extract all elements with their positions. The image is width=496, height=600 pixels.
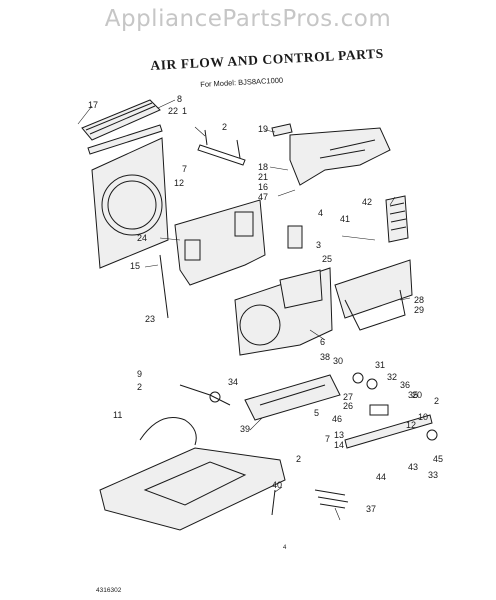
callout-22: 22 bbox=[168, 106, 178, 116]
leader-lines bbox=[77, 99, 411, 521]
callout-4: 4 bbox=[318, 208, 323, 218]
callout-42: 42 bbox=[362, 197, 372, 207]
callout-36: 36 bbox=[400, 380, 410, 390]
page-mark: 4 bbox=[283, 545, 287, 551]
callout-11: 11 bbox=[113, 410, 122, 420]
screw-40 bbox=[271, 489, 276, 516]
control-components bbox=[344, 372, 438, 449]
callout-12-right: 12 bbox=[406, 420, 416, 430]
wire-harness bbox=[139, 384, 231, 446]
callout-7-lower: 7 bbox=[325, 434, 330, 444]
watermark-text: AppliancePartsPros.com bbox=[104, 6, 392, 32]
callout-10: 10 bbox=[418, 412, 428, 422]
base-pan bbox=[99, 447, 286, 531]
callout-9: 9 bbox=[137, 369, 142, 379]
callout-34: 34 bbox=[228, 377, 238, 387]
callout-5: 5 bbox=[314, 408, 319, 418]
callout-46: 46 bbox=[332, 414, 342, 424]
footer-code: 4316302 bbox=[96, 587, 122, 594]
air-duct bbox=[271, 123, 391, 186]
callout-33: 33 bbox=[428, 470, 438, 480]
center-partition bbox=[174, 199, 266, 286]
callout-39: 39 bbox=[240, 424, 250, 434]
callout-16: 16 bbox=[258, 182, 268, 192]
callout-25: 25 bbox=[322, 254, 332, 264]
callout-2-lower: 2 bbox=[296, 454, 301, 464]
callout-45: 45 bbox=[433, 454, 443, 464]
callout-8: 8 bbox=[177, 94, 182, 104]
callout-2-left: 2 bbox=[137, 382, 142, 392]
callout-2-top: 2 bbox=[222, 122, 227, 132]
callout-24: 24 bbox=[137, 233, 147, 243]
fan-shroud bbox=[91, 137, 169, 269]
callout-2-right: 2 bbox=[434, 396, 439, 406]
callout-31: 31 bbox=[375, 360, 385, 370]
control-grille bbox=[385, 195, 409, 243]
callout-20: 20 bbox=[412, 390, 422, 400]
rod-15 bbox=[159, 254, 169, 319]
callout-14: 14 bbox=[334, 440, 344, 450]
callout-44: 44 bbox=[376, 472, 386, 482]
callout-37: 37 bbox=[366, 504, 376, 514]
callout-6: 6 bbox=[320, 337, 325, 347]
control-box bbox=[287, 225, 303, 249]
callout-21: 21 bbox=[258, 172, 268, 182]
callout-29: 29 bbox=[414, 305, 424, 315]
callout-15: 15 bbox=[130, 261, 140, 271]
callout-30: 30 bbox=[333, 356, 343, 366]
callout-41: 41 bbox=[340, 214, 350, 224]
callout-labels: 17 8 22 1 2 19 18 21 16 47 7 12 42 24 4 … bbox=[88, 94, 443, 514]
side-housing bbox=[334, 259, 413, 331]
callout-26: 26 bbox=[343, 401, 353, 411]
callout-12: 12 bbox=[174, 178, 184, 188]
callout-19: 19 bbox=[258, 124, 268, 134]
callout-38: 38 bbox=[320, 352, 330, 362]
louver-panel bbox=[81, 99, 163, 155]
callout-47: 47 bbox=[258, 192, 268, 202]
callout-3: 3 bbox=[316, 240, 321, 250]
callout-35: 35 bbox=[408, 390, 418, 400]
callout-32: 32 bbox=[387, 372, 397, 382]
callout-18: 18 bbox=[258, 162, 268, 172]
callout-28: 28 bbox=[414, 295, 424, 305]
callout-40: 40 bbox=[272, 480, 282, 490]
callout-43: 43 bbox=[408, 462, 418, 472]
base-channel bbox=[244, 374, 341, 421]
terminal-parts bbox=[314, 489, 349, 509]
bracket-rail bbox=[197, 129, 246, 166]
callout-1: 1 bbox=[182, 106, 187, 116]
callout-27: 27 bbox=[343, 392, 353, 402]
callout-13: 13 bbox=[334, 430, 344, 440]
bulkhead bbox=[234, 267, 333, 356]
callout-17: 17 bbox=[88, 100, 98, 110]
callout-23: 23 bbox=[145, 314, 155, 324]
callout-7: 7 bbox=[182, 164, 187, 174]
